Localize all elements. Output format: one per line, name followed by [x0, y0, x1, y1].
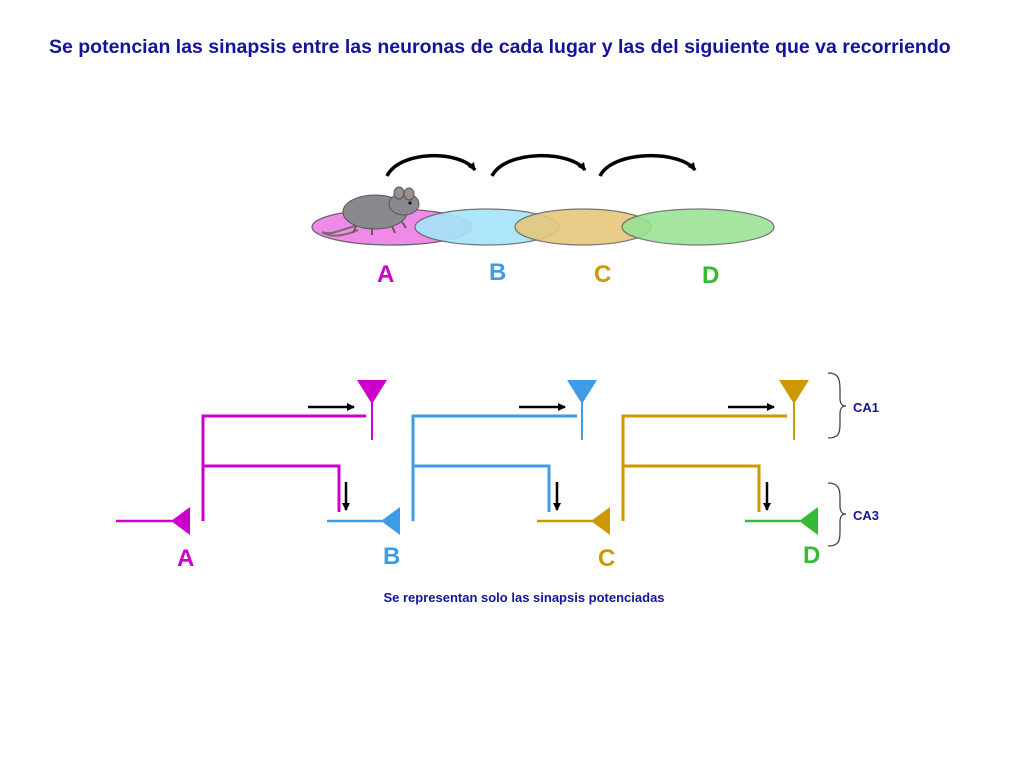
place-field-d: [621, 208, 775, 246]
triangle-neuron-icon: [357, 380, 387, 404]
ca3-neurons: [171, 507, 818, 535]
region-label-ca3: CA3: [853, 508, 879, 523]
synapse-arrows: [308, 403, 775, 511]
triangle-neuron-icon: [779, 380, 809, 404]
place-field-labels: A B C D: [377, 259, 719, 289]
sequence-arrows: [385, 153, 697, 177]
region-label-ca1: CA1: [853, 400, 879, 415]
triangle-neuron-icon: [171, 507, 190, 535]
neuron-label-d: D: [803, 542, 820, 569]
circuit-b: [327, 414, 577, 523]
triangle-neuron-icon: [567, 380, 597, 404]
neuron-label-c: C: [598, 545, 615, 572]
place-label-b: B: [489, 259, 506, 286]
caption: Se representan solo las sinapsis potenci…: [383, 590, 664, 605]
place-label-d: D: [702, 262, 719, 289]
place-label-c: C: [594, 261, 611, 288]
triangle-neuron-icon: [799, 507, 818, 535]
arrow-icon: [490, 153, 587, 177]
neuron-label-b: B: [383, 543, 400, 570]
circuit-c: [537, 414, 787, 523]
neuron-labels: A B C D: [177, 542, 820, 572]
region-braces: [827, 372, 847, 547]
brace-icon: [827, 482, 847, 547]
neuron-label-a: A: [177, 545, 194, 572]
place-label-a: A: [377, 261, 394, 288]
arrow-icon: [598, 154, 697, 177]
ca1-neurons: [357, 380, 809, 440]
arrow-icon: [385, 153, 477, 177]
triangle-neuron-icon: [381, 507, 400, 535]
triangle-neuron-icon: [591, 507, 610, 535]
brace-icon: [827, 372, 847, 439]
rat-icon: [321, 186, 420, 237]
slide-title: Se potencian las sinapsis entre las neur…: [49, 36, 951, 58]
circuit-a: [116, 414, 366, 523]
